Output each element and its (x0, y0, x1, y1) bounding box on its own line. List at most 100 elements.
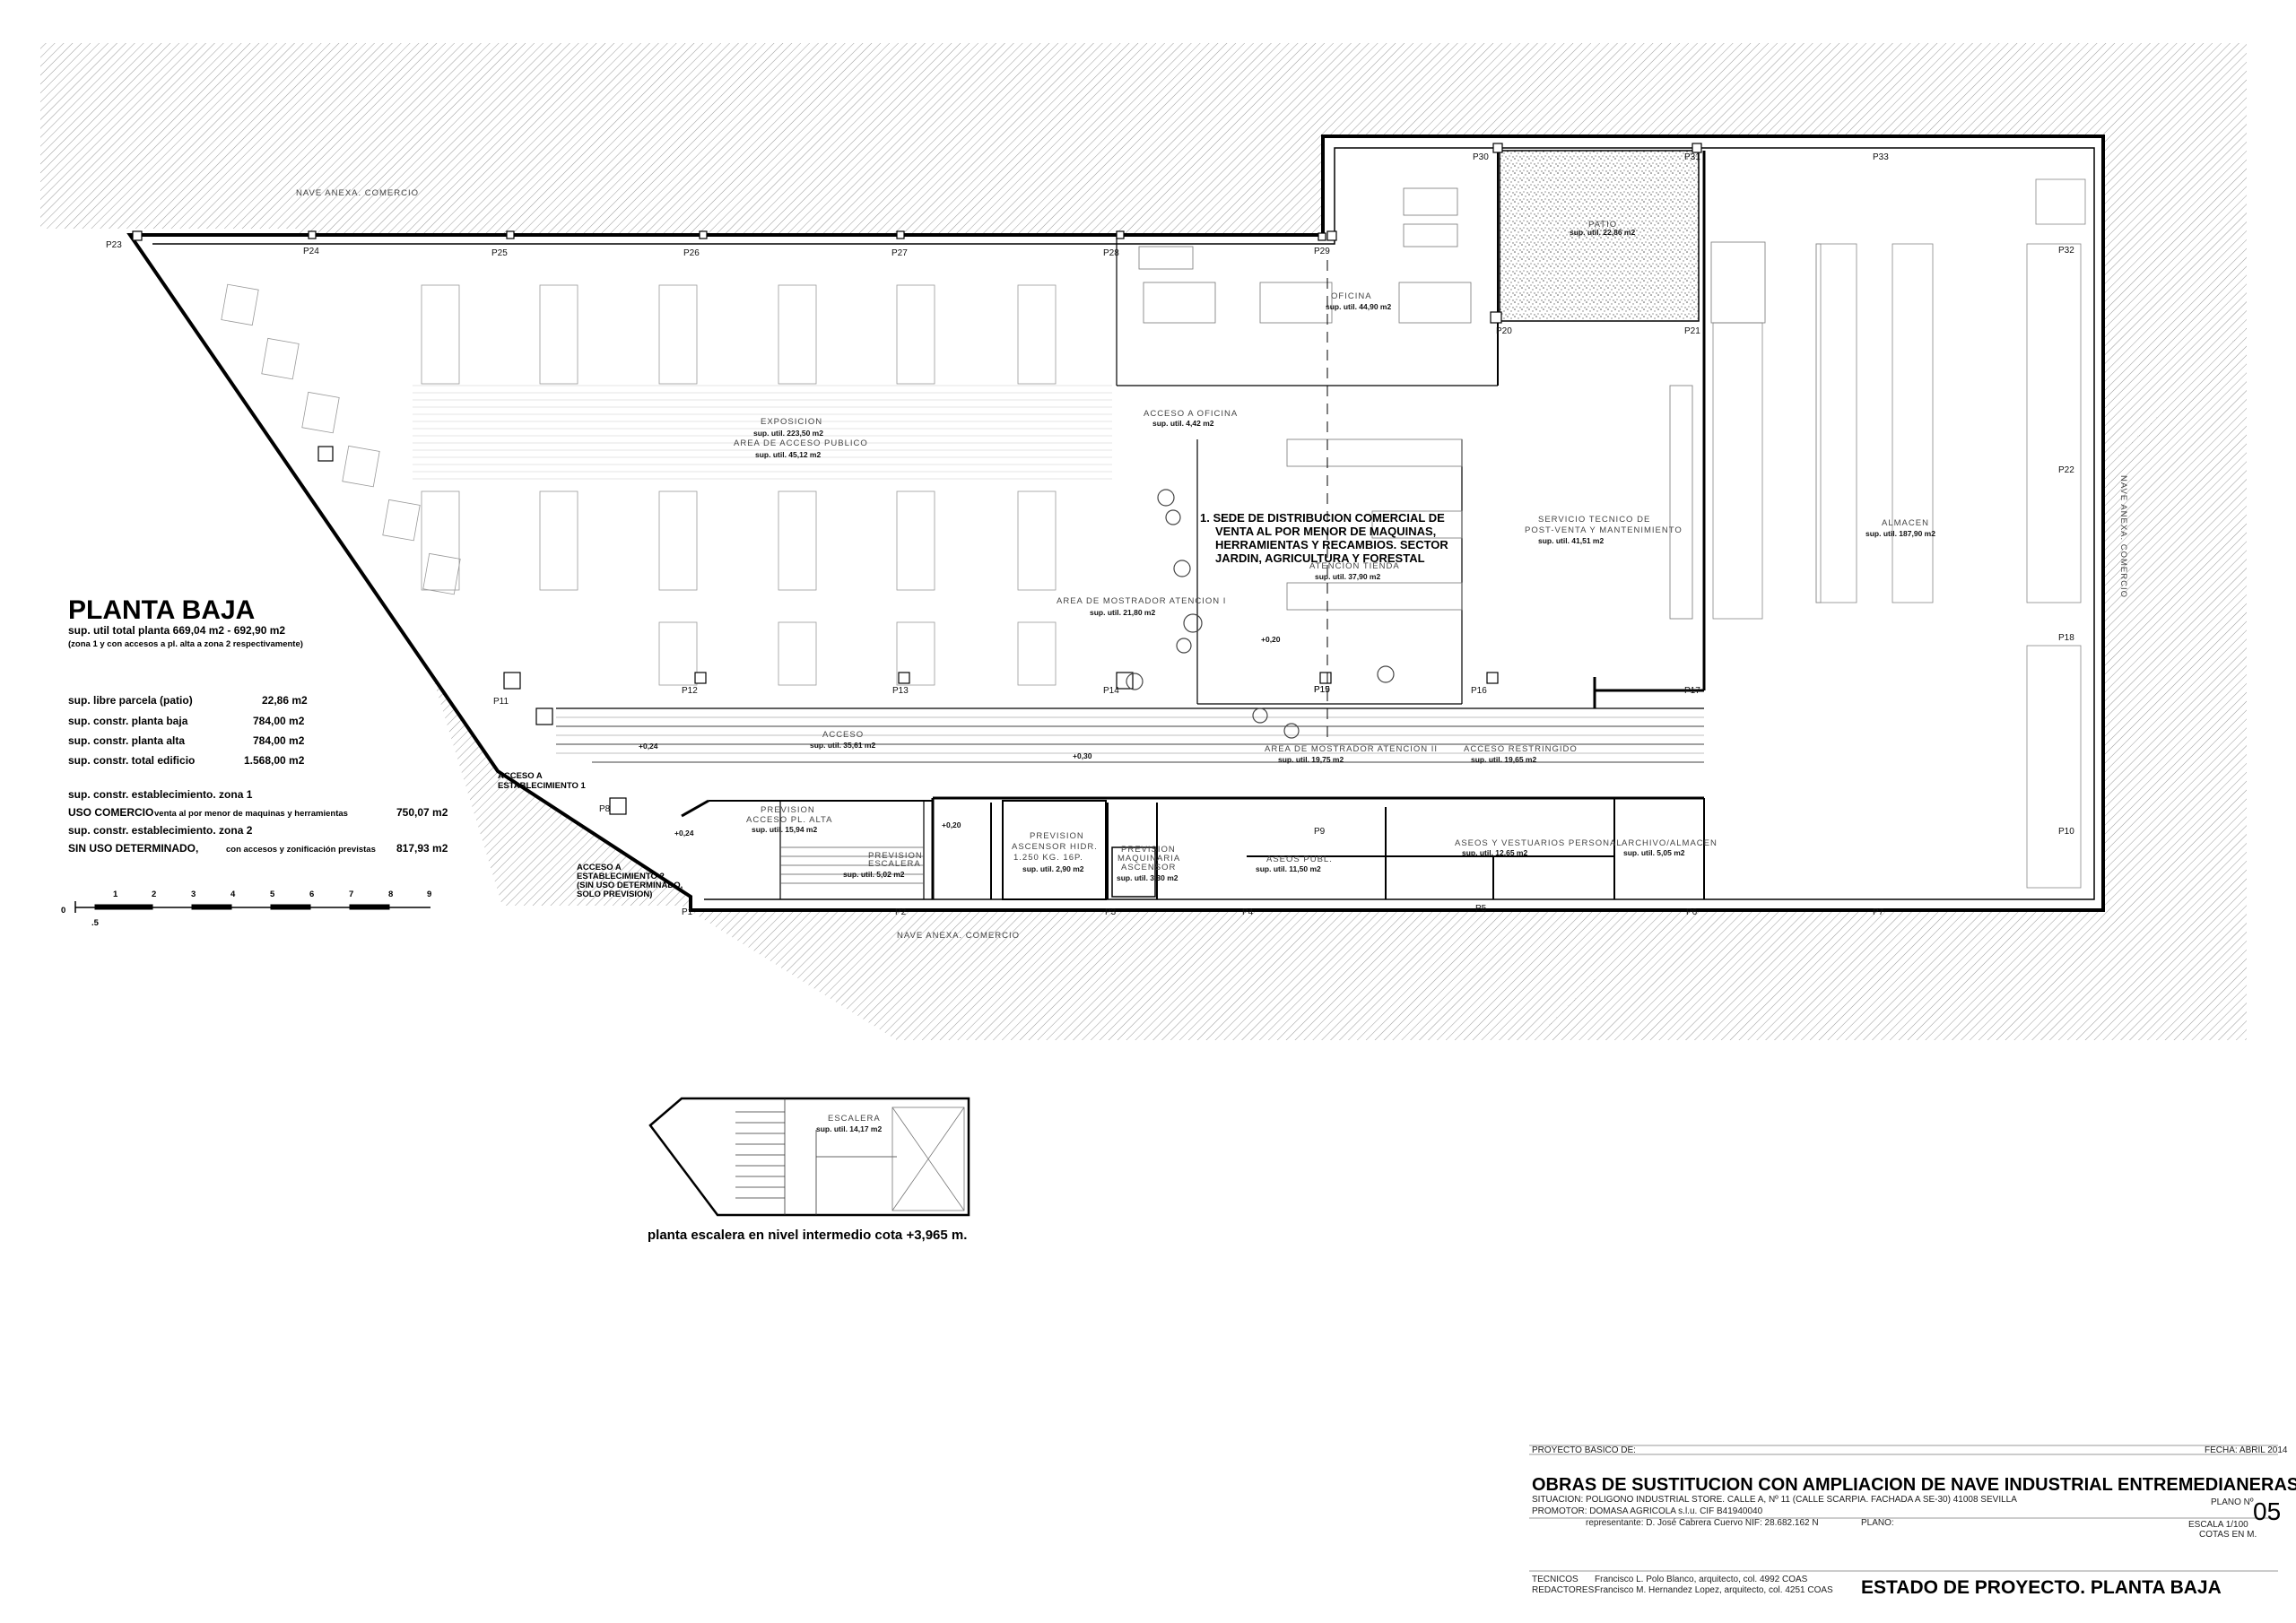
room-name: PREVISION (761, 805, 815, 815)
stair-void (891, 1107, 965, 1211)
room-name: PREVISION (1121, 845, 1176, 855)
use-note-line: HERRAMIENTAS Y RECAMBIOS. SECTOR (1215, 538, 1448, 551)
summary-label: sup. constr. total edificio (68, 754, 195, 767)
room-name: ACCESO RESTRINGIDO (1464, 744, 1578, 754)
pillar-label: P12 (682, 686, 698, 696)
tb-promotor: PROMOTOR: DOMASA AGRICOLA s.l.u. CIF B41… (1532, 1506, 1763, 1516)
room-name: ASCENSOR HIDR. (1012, 842, 1098, 852)
room-area: sup. util. 22,86 m2 (1570, 228, 1635, 237)
room-name: AREA DE MOSTRADOR ATENCION II (1265, 744, 1438, 754)
stair-caption: planta escalera en nivel intermedio cota… (648, 1228, 967, 1243)
pillar-label: P33 (1873, 152, 1889, 162)
room-area: sup. util. 37,90 m2 (1315, 572, 1380, 581)
stair-plan-outline (648, 1097, 970, 1217)
pillar-label: P18 (2058, 633, 2074, 643)
room-name: ASEOS PUBL. (1266, 855, 1333, 864)
room-name: ACCESO PL. ALTA (746, 815, 832, 825)
pillar-label: P24 (303, 247, 319, 256)
pillar-label: P11 (493, 697, 509, 707)
scale-bar (74, 901, 430, 913)
summary-value: 784,00 m2 (253, 734, 305, 747)
summary-value: 1.568,00 m2 (244, 754, 305, 767)
tb-representante: representante: D. José Cabrera Cuervo NI… (1586, 1518, 1819, 1528)
neighbor-label-right: NAVE ANEXA. COMERCIO (2118, 475, 2128, 598)
use-note-line: VENTA AL POR MENOR DE MAQUINAS, (1215, 525, 1436, 538)
pillar-label: P2 (895, 907, 907, 917)
pillar-label: P29 (1314, 247, 1330, 256)
room-name: SERVICIO TECNICO DE (1538, 515, 1650, 525)
scale-number: 1 (113, 890, 118, 899)
zone2-label: sup. constr. establecimiento. zona 2 (68, 824, 253, 837)
pillar-label: P23 (106, 240, 122, 250)
room-name: AREA DE MOSTRADOR ATENCION I (1057, 596, 1226, 606)
uso-comercio-value: 750,07 m2 (396, 806, 448, 819)
room-area: sup. util. 19,65 m2 (1471, 755, 1536, 764)
patio-area (1499, 150, 1700, 322)
office-desks (1138, 187, 1472, 324)
pillar-label: P28 (1103, 248, 1119, 258)
pillar-label: P20 (1496, 326, 1512, 336)
tb-redactores: REDACTORES: (1532, 1585, 1596, 1595)
shop-counters (1286, 241, 1766, 620)
exposition-hatch-bands (413, 385, 1112, 480)
level-mark: +0,24 (674, 829, 694, 838)
scale-number: 3 (191, 890, 196, 899)
tb-escala: ESCALA 1/100 (2188, 1520, 2248, 1530)
counter-chairs (1126, 489, 1395, 739)
pillar-label: P26 (683, 248, 700, 258)
pillar-label: P7 (1873, 907, 1884, 917)
tb-situacion: SITUACION: POLIGONO INDUSTRIAL STORE. CA… (1532, 1495, 2017, 1505)
scale-number: 9 (427, 890, 431, 899)
use-note-line: 1. SEDE DE DISTRIBUCION COMERCIAL DE (1200, 511, 1445, 525)
pillar-label: P32 (2058, 246, 2074, 256)
scale-number: 8 (388, 890, 393, 899)
tb-plano: PLANO: (1861, 1518, 1894, 1528)
room-name: MAQUINARIA (1118, 854, 1180, 864)
room-area: sup. util. 44,90 m2 (1326, 302, 1391, 311)
tb-arq2: Francisco M. Hernandez Lopez, arquitecto… (1595, 1585, 1833, 1595)
corridor-lines (556, 716, 1704, 754)
tb-cotas: COTAS EN M. (2199, 1530, 2257, 1540)
room-name: ESCALERA (828, 1114, 881, 1124)
uso-comercio-note: venta al por menor de maquinas y herrami… (154, 809, 348, 819)
room-name: ALMACEN (1882, 518, 1929, 528)
tb-proyecto: PROYECTO BASICO DE: (1532, 1445, 1636, 1455)
pillar-label: P17 (1684, 686, 1700, 696)
zone1-label: sup. constr. establecimiento. zona 1 (68, 788, 253, 801)
pillar-markers (132, 143, 1702, 815)
room-area: sup. util. 3,30 m2 (1117, 873, 1178, 882)
room-area: sup. util. 45,12 m2 (755, 450, 821, 459)
pillar-label: P8 (599, 804, 611, 814)
tb-plano-num: 05 (2253, 1497, 2281, 1525)
tb-plano-no: PLANO Nº (2211, 1497, 2254, 1507)
exposition-display (221, 283, 1057, 686)
room-area: sup. util. 19,75 m2 (1278, 755, 1344, 764)
room-name: ATENCION TIENDA (1309, 561, 1400, 571)
summary-label: sup. libre parcela (patio) (68, 694, 193, 707)
access-label: ACCESO A (577, 863, 622, 872)
room-area: sup. util. 35,61 m2 (810, 741, 875, 750)
pillar-label: P25 (491, 248, 508, 258)
sin-uso: SIN USO DETERMINADO, (68, 842, 198, 855)
access-label: (SIN USO DETERMINADO, (577, 881, 683, 890)
plan-subtitle-1: sup. util total planta 669,04 m2 - 692,9… (68, 624, 285, 637)
room-area: sup. util. 5,05 m2 (1623, 848, 1685, 857)
room-area: sup. util. 15,94 m2 (752, 825, 817, 834)
level-mark: +0,20 (1261, 635, 1281, 644)
access-label: SOLO PREVISION) (577, 890, 652, 899)
scale-number: 2 (152, 890, 156, 899)
pillar-label: P22 (2058, 465, 2074, 475)
use-note-line: JARDIN, AGRICULTURA Y FORESTAL (1215, 551, 1425, 565)
room-name: ACCESO A OFICINA (1144, 409, 1238, 419)
room-area: sup. util. 14,17 m2 (816, 1124, 882, 1133)
pillar-label: P15 (1314, 685, 1330, 695)
room-name: ACCESO (822, 730, 864, 740)
pillar-label: P5 (1475, 904, 1487, 914)
scale-number: 4 (230, 890, 236, 899)
sin-uso-note: con accesos y zonificación previstas (226, 845, 376, 855)
access-label: ESTABLECIMIENTO 2 (577, 872, 665, 881)
room-name: PREVISION (1030, 831, 1084, 841)
room-name: POST-VENTA Y MANTENIMIENTO (1525, 525, 1683, 535)
plan-title: PLANTA BAJA (68, 595, 255, 625)
